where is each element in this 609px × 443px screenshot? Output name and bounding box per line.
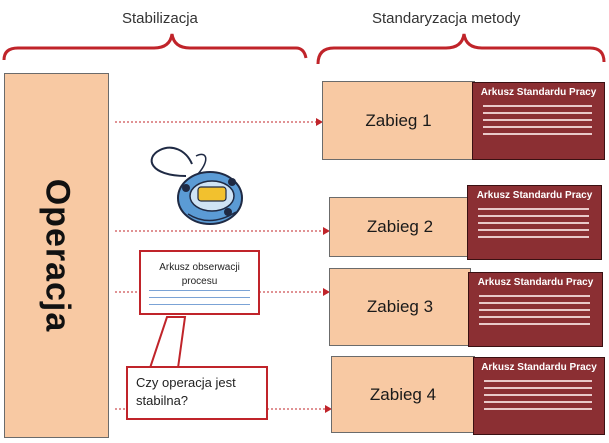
zabieg-1-box: Zabieg 1 [322, 81, 475, 160]
standard-sheet-1-lines [483, 105, 592, 140]
stability-callout-text: Czy operacja jest stabilna? [136, 375, 236, 408]
zabieg-3-box: Zabieg 3 [329, 268, 471, 346]
standard-sheet-4-title: Arkusz Standardu Pracy [481, 362, 597, 373]
observation-sheet: Arkusz obserwacji procesu [139, 250, 260, 315]
standaryzacja-brace [316, 33, 606, 65]
stability-callout: Czy operacja jest stabilna? [126, 366, 268, 420]
callout-tail [148, 316, 187, 369]
observation-sheet-lines [149, 290, 250, 311]
standard-sheet-1-title: Arkusz Standardu Pracy [480, 87, 597, 98]
operacja-label-wrap: Operacja [4, 73, 109, 438]
header-stabilizacja: Stabilizacja [122, 10, 198, 27]
standard-sheet-4-lines [484, 380, 592, 415]
stabilizacja-brace [2, 33, 308, 61]
standard-sheet-3-title: Arkusz Standardu Pracy [477, 277, 594, 288]
zabieg-3-label: Zabieg 3 [366, 297, 434, 316]
arrow-head-4 [325, 405, 332, 413]
arrow-head-2 [323, 227, 330, 235]
zabieg-2-label: Zabieg 2 [366, 217, 434, 236]
standard-sheet-4: Arkusz Standardu Pracy [473, 357, 605, 435]
standard-sheet-2: Arkusz Standardu Pracy [467, 185, 602, 260]
zabieg-2-box: Zabieg 2 [329, 197, 471, 257]
standard-sheet-1: Arkusz Standardu Pracy [472, 82, 605, 160]
observation-sheet-title: Arkusz obserwacji procesu [159, 262, 240, 287]
standard-sheet-2-lines [478, 208, 589, 243]
standard-sheet-3-lines [479, 295, 590, 330]
stopwatch-icon [150, 146, 243, 225]
zabieg-4-box: Zabieg 4 [331, 356, 475, 433]
zabieg-1-label: Zabieg 1 [365, 110, 432, 130]
operacja-box [4, 73, 109, 438]
standard-sheet-2-title: Arkusz Standardu Pracy [476, 190, 593, 201]
arrow-head-3 [323, 288, 330, 296]
operacja-label: Operacja [38, 178, 76, 333]
arrow-head-1 [316, 118, 323, 126]
header-standaryzacja: Standaryzacja metody [372, 10, 521, 27]
standard-sheet-3: Arkusz Standardu Pracy [468, 272, 603, 347]
zabieg-4-label: Zabieg 4 [369, 384, 437, 404]
